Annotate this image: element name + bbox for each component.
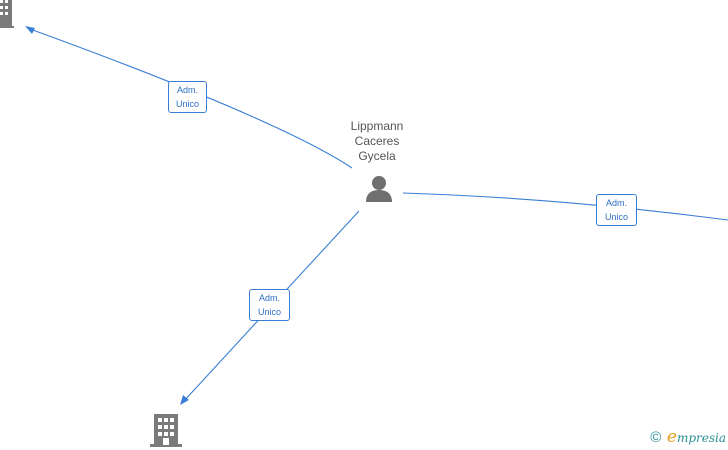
person-name[interactable]: Lippmann Caceres Gycela [327, 119, 427, 164]
person-name-line-2: Caceres [354, 134, 400, 148]
arrowhead-bottom-left [180, 395, 189, 405]
edge-label-role: Adm. [176, 85, 198, 95]
edge-line-right [402, 192, 728, 221]
edge-label-role: Adm. [258, 293, 280, 303]
edge-label-right[interactable]: Adm. Unico [596, 194, 637, 226]
edge-label-role-detail: Unico [604, 212, 628, 222]
brand-name: mpresia [676, 431, 726, 445]
building-icon[interactable] [0, 0, 14, 28]
brand-initial: e [666, 427, 677, 447]
building-icon[interactable] [150, 414, 182, 447]
edge-label-role-detail: Unico [257, 307, 281, 317]
empresia-watermark: © empresia [650, 427, 726, 447]
edge-label-role: Adm. [605, 198, 627, 208]
edge-label-role-detail: Unico [175, 99, 199, 109]
edge-label-bottom-left[interactable]: Adm. Unico [249, 289, 290, 321]
person-name-line-1: Lippmann [350, 119, 404, 133]
copyright-symbol: © [650, 429, 662, 446]
person-name-line-3: Gycela [358, 149, 396, 163]
edge-line-top-left [29, 28, 353, 169]
arrowhead-top-left [25, 26, 35, 34]
person-icon[interactable] [366, 176, 392, 202]
edge-label-top-left[interactable]: Adm. Unico [168, 81, 207, 113]
